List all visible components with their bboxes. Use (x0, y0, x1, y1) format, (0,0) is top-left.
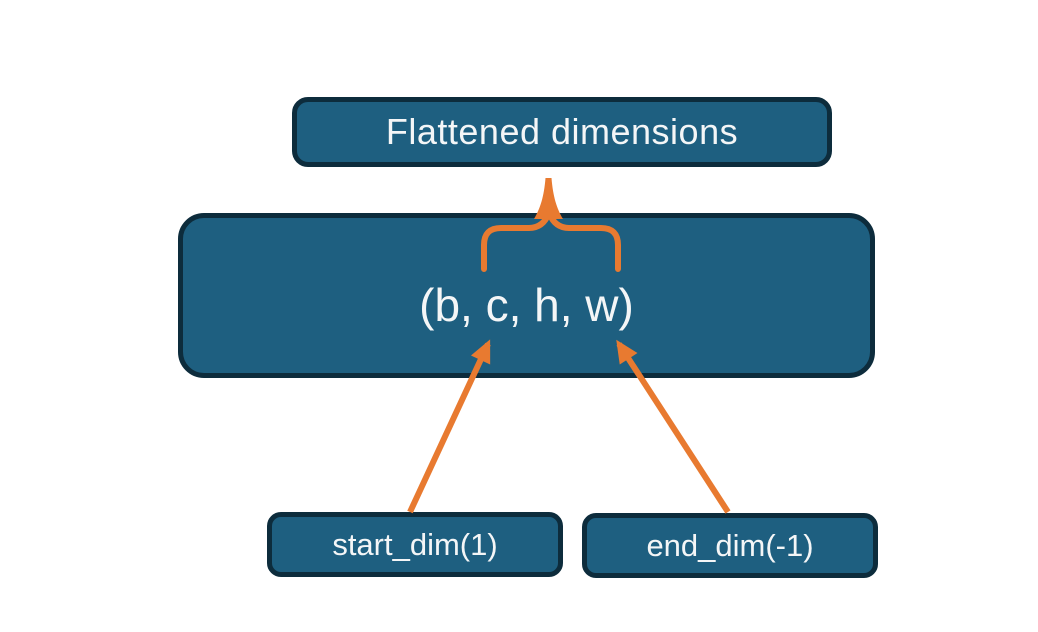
start-dim-label: start_dim(1) (332, 526, 498, 562)
tensor-shape-label: (b, c, h, w) (419, 278, 634, 331)
end-dim-label: end_dim(-1) (646, 527, 814, 563)
start-dim-box: start_dim(1) (267, 512, 563, 577)
flattened-dimensions-box: Flattened dimensions (292, 97, 832, 167)
tensor-shape-box: (b, c, h, w) (178, 213, 875, 378)
end-dim-box: end_dim(-1) (582, 513, 878, 578)
flattened-dimensions-label: Flattened dimensions (385, 111, 739, 152)
